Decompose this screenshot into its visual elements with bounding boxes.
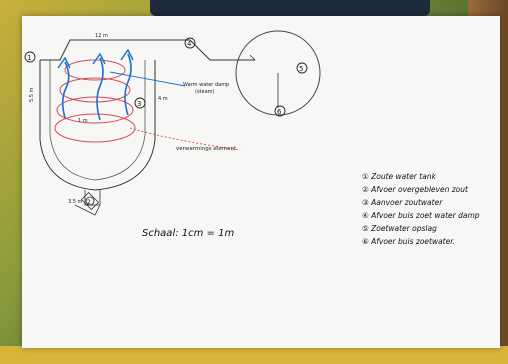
dim-bottom: 3.5 m [68,199,83,205]
tank-top-outline [40,39,255,61]
marker-6 [274,105,286,117]
coil-lead [129,127,241,151]
legend-item-4: ④ Afvoer buis zoet water damp [362,211,480,220]
marker-4 [184,37,196,49]
dim-tank: 4 m [158,96,168,102]
tank-inner-outline [49,60,146,181]
steam-arrow-2 [96,57,104,121]
bottom-mat [0,346,508,364]
bottom-outlet [84,190,101,206]
coil-label: verwarmings element [176,146,237,152]
legend-item-5: ⑤ Zoetwater opslag [362,224,437,233]
marker-5-text: 5 [299,65,303,73]
marker-4-text: 4 [187,40,192,48]
dim-side: 5.5 m [29,87,35,102]
steam-arrow-3 [124,53,132,116]
coil-ring-4 [54,113,136,143]
steam-label-line [109,71,186,87]
tank-body-outline [39,60,156,191]
coil-ring-3 [56,96,134,124]
dark-object-top [150,0,430,16]
legend-item-3: ③ Aanvoer zoutwater [362,198,443,207]
legend-item-1: ① Zoute water tank [362,172,436,181]
steam-arrow-1 [61,61,70,119]
coil-ring-2 [59,77,131,103]
marker-1 [24,51,36,63]
legend-item-2: ② Afvoer overgebleven zout [362,185,468,194]
marker-2-text: 2 [87,199,91,206]
legend-item-6: ⑥ Afvoer buis zoetwater. [362,237,456,246]
marker-6-text: 6 [277,108,282,116]
dim-top: 12 m [95,33,108,39]
legend: ① Zoute water tank ② Afvoer overgebleven… [362,170,502,248]
scale-note: Schaal: 1cm = 1m [142,228,235,239]
paper-sheet [22,16,500,348]
marker-5 [296,62,308,74]
fresh-water-tank-circle [235,30,321,116]
marker-3-text: 3 [137,100,141,108]
marker-1-text: 1 [27,54,31,62]
marker-2 [85,196,95,206]
dim-mid: 1 m [78,118,88,124]
steam-label: Warm water damp [183,82,229,88]
steam-label-sub: (steam) [195,89,215,95]
coil-ring-1 [64,59,126,81]
outlet-valve-2 [80,191,100,211]
marker-3 [134,97,146,109]
